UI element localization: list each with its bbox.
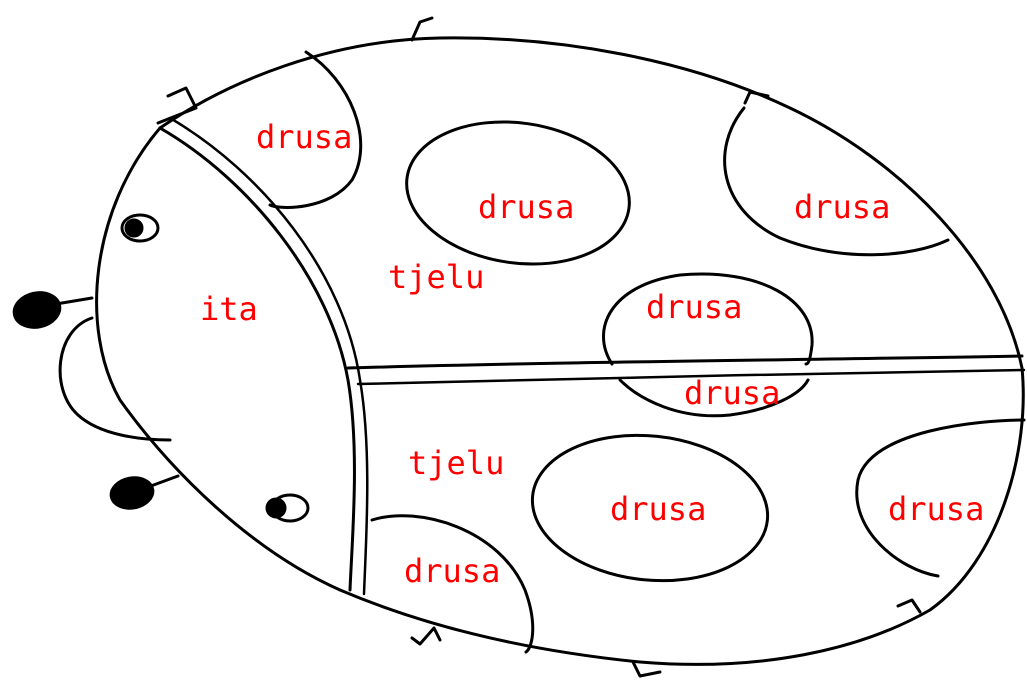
- leg-6: [631, 660, 662, 678]
- wing-divider: [346, 354, 1024, 370]
- head-boundary-inner: [168, 116, 369, 596]
- leg-5: [410, 626, 442, 646]
- label-spot-2: drusa: [478, 188, 574, 226]
- spot-outline-7: [855, 418, 1026, 578]
- spot-outline-3: [723, 106, 950, 257]
- antenna-top: [12, 291, 94, 329]
- eye-top: [120, 213, 160, 243]
- spot-outline-5: [618, 378, 810, 418]
- label-spot-8: drusa: [404, 552, 500, 590]
- spot-outline-1: [268, 50, 363, 209]
- label-spot-3: drusa: [794, 188, 890, 226]
- label-wing-bottom: tjelu: [408, 444, 504, 482]
- leg-4: [896, 598, 922, 614]
- label-spot-6: drusa: [610, 490, 706, 528]
- label-spot-7: drusa: [888, 490, 984, 528]
- spot-outline-6: [530, 433, 770, 583]
- mouth-outline: [58, 316, 172, 442]
- label-head: ita: [200, 290, 258, 328]
- eye-bottom: [265, 493, 310, 523]
- spot-outline-2: [405, 120, 631, 266]
- spot-outline-4: [602, 272, 814, 366]
- spot-outline-8: [370, 514, 535, 654]
- label-spot-4: drusa: [646, 288, 742, 326]
- head-boundary: [158, 126, 356, 592]
- antenna-bottom: [109, 474, 180, 510]
- wing-divider-inner: [356, 368, 1026, 386]
- label-wing-top: tjelu: [388, 258, 484, 296]
- body-outline: [95, 36, 1025, 666]
- leg-2: [410, 16, 434, 42]
- label-spot-5: drusa: [684, 374, 780, 412]
- label-spot-1: drusa: [256, 118, 352, 156]
